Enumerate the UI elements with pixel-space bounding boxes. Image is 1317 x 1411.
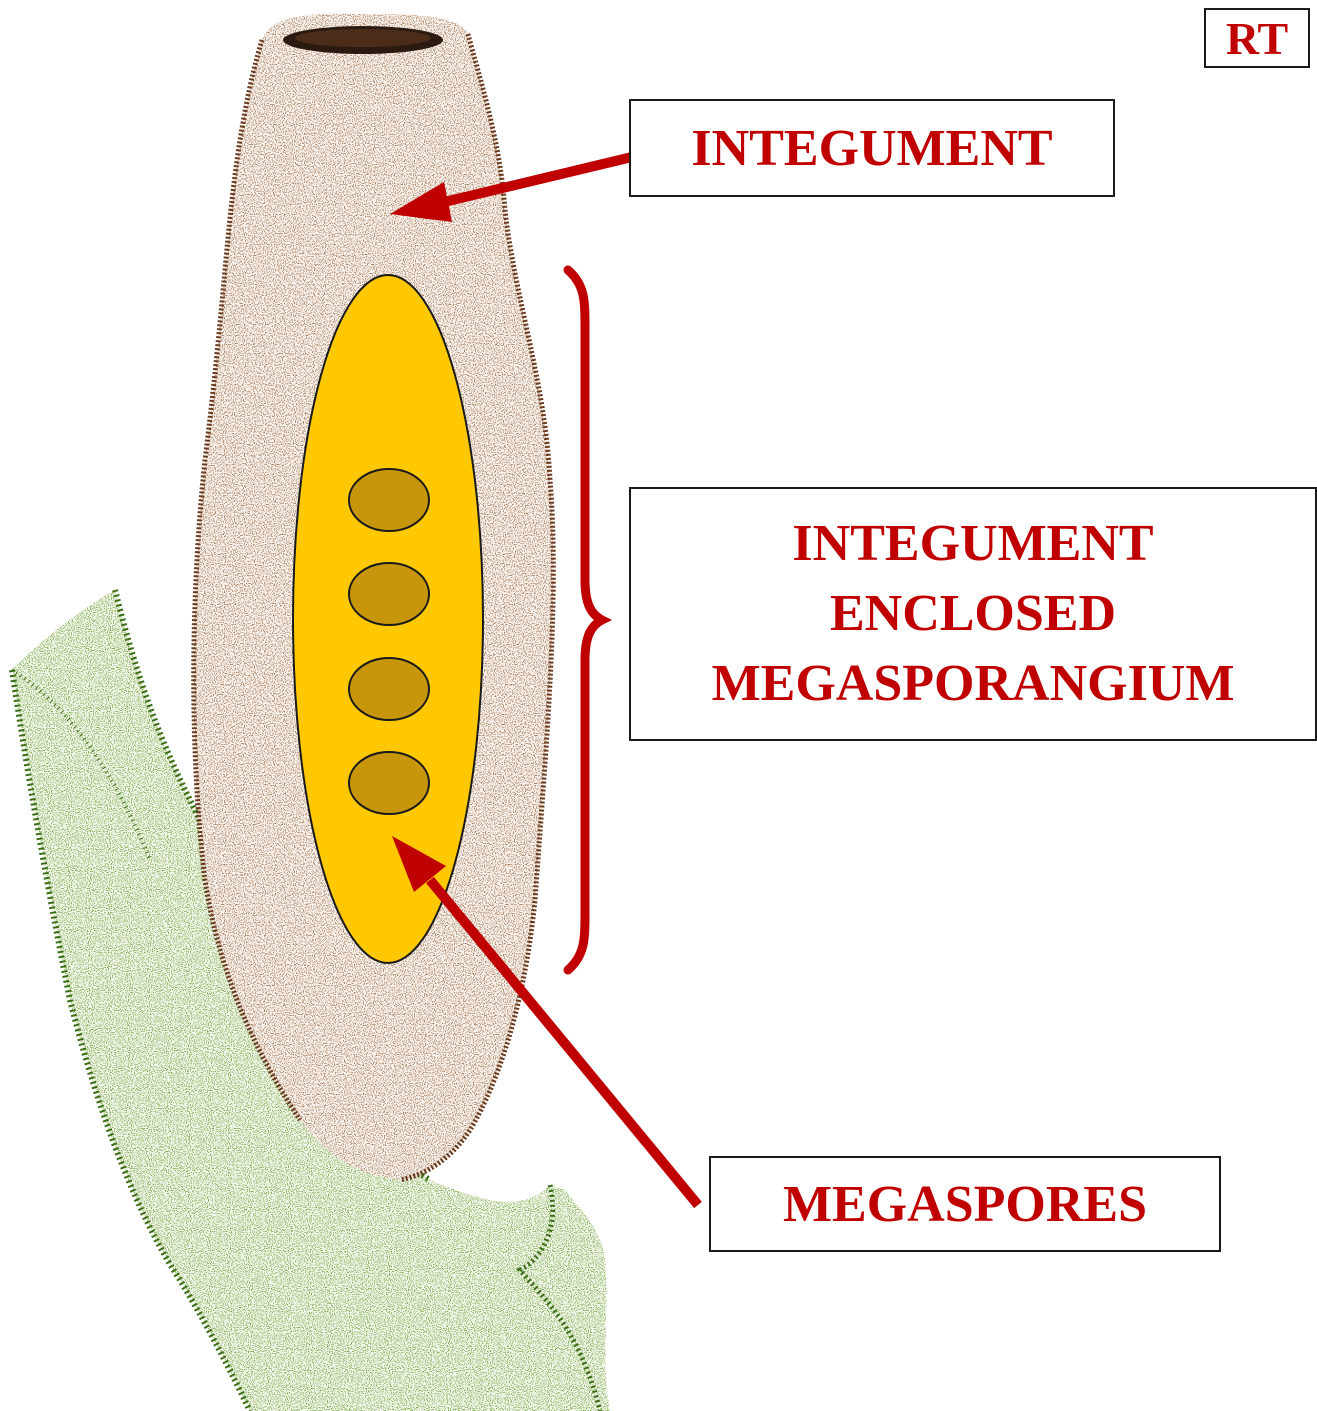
- integument-enclosed-megasporangium-label: INTEGUMENT ENCLOSED MEGASPORANGIUM: [629, 487, 1317, 741]
- megasporangium-brace: [568, 270, 602, 970]
- label-line: INTEGUMENT: [792, 509, 1153, 579]
- megaspore: [349, 469, 429, 531]
- integument-label: INTEGUMENT: [629, 99, 1115, 197]
- megaspores-label: MEGASPORES: [709, 1156, 1221, 1252]
- megaspore: [349, 752, 429, 814]
- label-line: MEGASPORANGIUM: [712, 649, 1235, 719]
- megaspore: [349, 658, 429, 720]
- corner-tag: RT: [1204, 8, 1310, 68]
- label-line: ENCLOSED: [830, 579, 1116, 649]
- megaspore: [349, 563, 429, 625]
